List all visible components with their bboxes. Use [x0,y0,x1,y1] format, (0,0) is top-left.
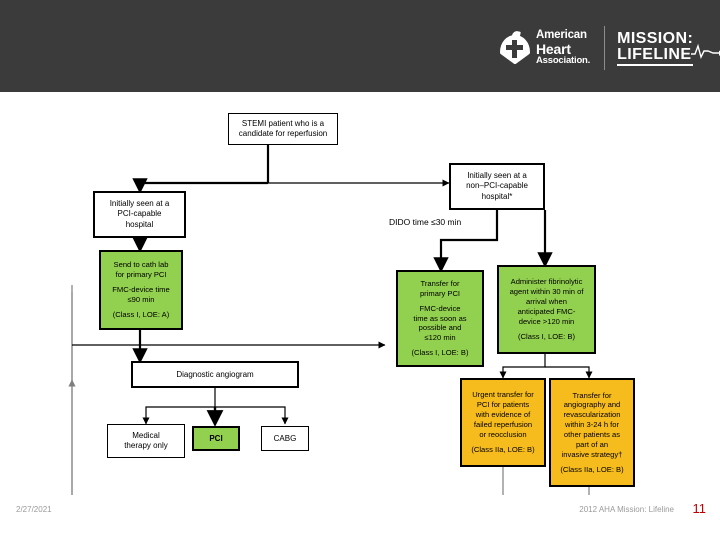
american-heart-association-logo: American Heart Association. [500,29,591,67]
connector-fibrinolytic-split [499,354,593,379]
node-line: PCI [209,434,223,443]
node-send-to-cath-lab: Send to cath lab for primary PCI FMC-dev… [99,250,183,330]
node-line: possible and [418,323,462,333]
node-line: STEMI patient who is a [241,119,325,128]
node-line: therapy only [124,441,168,450]
node-urgent-transfer-failed-reperfusion: Urgent transfer for PCI for patients wit… [460,378,546,467]
mission-lifeline-line2: LIFELINE [617,45,692,63]
node-line: PCI for patients [476,400,530,410]
node-line: agent within 30 min of [509,287,584,297]
aha-wordmark: American Heart Association. [536,29,591,67]
node-line: ≤90 min [127,294,155,304]
node-line: for primary PCI [115,270,167,280]
logo-block: American Heart Association. MISSION: LIF… [500,22,720,74]
node-line: part of an [575,439,609,449]
node-non-pci-capable-hospital: Initially seen at a non–PCI-capable hosp… [449,163,545,210]
node-line: CABG [273,434,297,443]
node-diagnostic-angiogram: Diagnostic angiogram [131,361,299,388]
node-class-loe: (Class I, LOE: A) [112,309,170,319]
footer-credit: 2012 AHA Mission: Lifeline [579,505,674,514]
node-line: other patients as [563,430,621,439]
footer-date: 2/27/2021 [16,505,52,514]
node-line: Diagnostic angiogram [176,370,254,379]
node-line: Medical [132,430,160,440]
node-line: invasive strategy† [561,449,623,459]
mission-lifeline-underline [617,63,694,66]
label-dido-time: DIDO time ≤30 min [389,217,462,227]
connector-nonpci-to-transfer [433,210,499,273]
connector-stemi-split [132,145,270,194]
node-line: Send to cath lab [113,260,169,270]
node-medical-therapy-only: Medical therapy only [107,424,185,458]
node-pci-capable-hospital: Initially seen at a PCI-capable hospital [93,191,186,238]
node-line: or reocclusion [479,429,527,439]
node-line: Transfer for [572,390,612,400]
node-line: FMC-device time [112,285,170,295]
node-line: Initially seen at a [467,170,527,180]
connector-orange-returns [68,289,590,495]
node-cabg-outcome: CABG [261,426,309,451]
node-line: Administer fibrinolytic [510,277,583,287]
aha-wordmark-line1: American [536,29,587,42]
node-transfer-for-primary-pci: Transfer for primary PCI FMC-device time… [396,270,484,367]
node-line: anticipated FMC- [517,307,576,316]
node-line: arrival when [526,297,567,307]
header-band [0,0,720,92]
node-line: time as soon as [413,313,467,323]
node-class-loe: (Class IIa, LOE: B) [560,464,624,474]
node-pci-outcome: PCI [192,426,240,451]
node-line: non–PCI-capable [466,181,528,191]
logo-divider [604,26,606,70]
ecg-waveform-icon [691,43,720,59]
node-transfer-for-angiography: Transfer for angiography and revasculari… [549,378,635,487]
node-class-loe: (Class I, LOE: B) [411,348,469,358]
node-administer-fibrinolytic: Administer fibrinolytic agent within 30 … [497,265,596,354]
node-line: Urgent transfer for [472,390,534,400]
node-line: candidate for reperfusion [238,129,328,138]
node-line: Transfer for [420,278,460,288]
flowchart-connectors [68,145,593,495]
node-line: hospital* [481,191,513,201]
node-line: ≤120 min [424,333,456,343]
node-line: FMC-device [419,303,461,313]
node-line: with evidence of [475,410,531,420]
node-class-loe: (Class I, LOE: B) [518,331,575,341]
node-line: angiography and [563,400,621,410]
footer-page-number: 11 [692,501,707,516]
aha-wordmark-line2: Heart [536,40,571,57]
footer: 2/27/2021 2012 AHA Mission: Lifeline 11 [0,495,720,540]
node-line: Initially seen at a [109,198,170,208]
node-line: PCI-capable [117,209,162,219]
node-line: failed reperfusion [473,420,533,429]
mission-lifeline-logo: MISSION: LIFELINE [617,29,720,66]
flowchart-canvas: STEMI patient who is a candidate for rep… [0,97,720,495]
node-line: device >120 min [518,316,575,326]
node-stemi-patient: STEMI patient who is a candidate for rep… [228,113,338,145]
node-line: revascularization [563,410,621,420]
node-line: primary PCI [419,288,461,298]
aha-wordmark-line3: Association. [536,55,591,67]
node-line: hospital [125,219,154,229]
node-class-loe: (Class IIa, LOE: B) [471,444,535,454]
header-divider-strip [0,92,720,97]
aha-heart-torch-icon [500,30,530,65]
node-line: within 3-24 h for [564,420,620,430]
mission-lifeline-line1: MISSION: [617,29,694,47]
connector-angiogram-split [142,388,289,425]
